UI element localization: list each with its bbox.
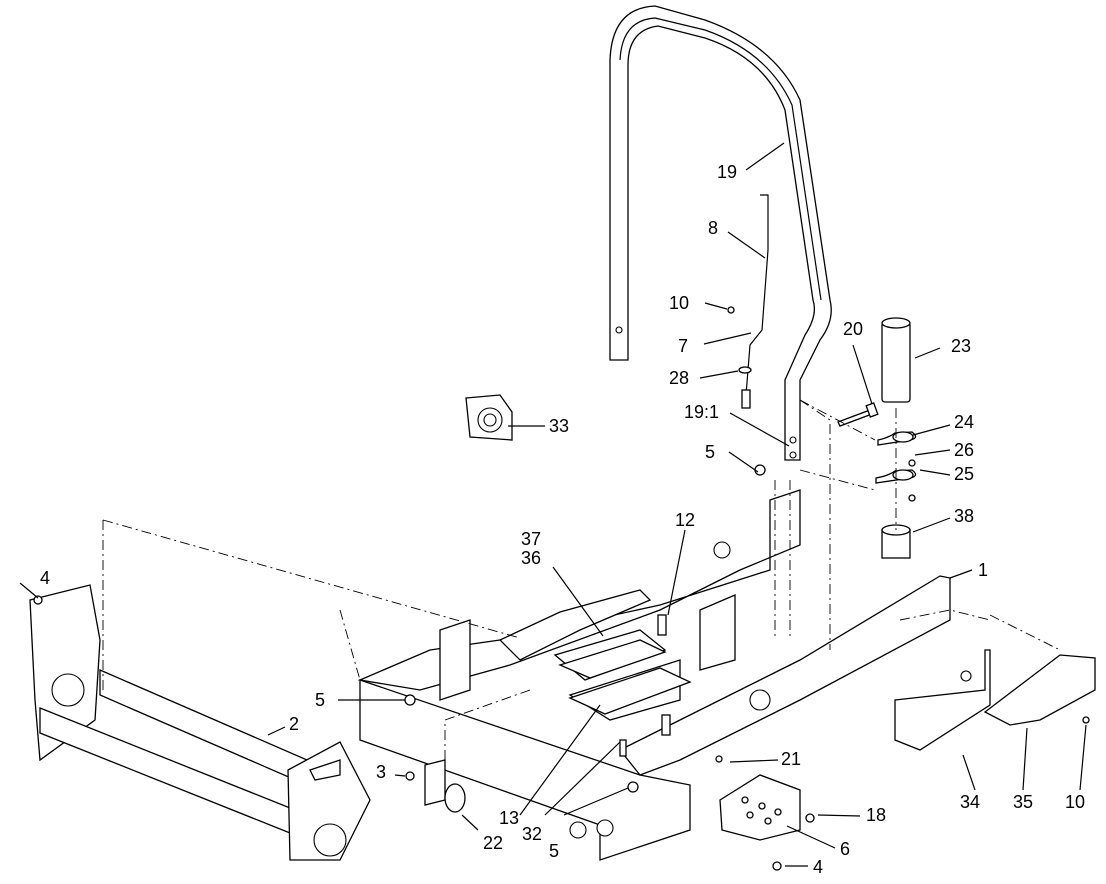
callout-2: 2 [289, 714, 300, 734]
callout-36: 36 [521, 548, 542, 568]
callout-1: 1 [978, 560, 989, 580]
callout-21: 21 [781, 749, 802, 769]
callout-10b: 10 [1065, 792, 1086, 812]
callout-18: 18 [866, 805, 887, 825]
footrest [719, 774, 801, 841]
assembly-lines [102, 399, 1061, 760]
callout-5c: 5 [549, 841, 560, 861]
callout-25: 25 [954, 464, 975, 484]
cover-34 [894, 649, 991, 751]
callout-35: 35 [1013, 792, 1034, 812]
cover-35 [983, 654, 1096, 726]
callout-8: 8 [708, 218, 719, 238]
callout-20: 20 [843, 319, 864, 339]
bolt-20 [837, 402, 879, 427]
rear-tube-assembly [29, 584, 371, 861]
decals [558, 639, 692, 715]
callout-5b: 5 [315, 690, 326, 710]
callout-6: 6 [840, 839, 851, 859]
callout-32: 32 [522, 824, 543, 844]
callout-10a: 10 [669, 293, 690, 313]
callout-13: 13 [499, 808, 520, 828]
bushing [881, 524, 911, 559]
callout-22: 22 [483, 833, 504, 853]
callout-24: 24 [954, 412, 975, 432]
callout-28: 28 [669, 368, 690, 388]
leader-lines [19, 142, 1087, 867]
fasteners [33, 464, 1090, 871]
callout-12: 12 [675, 510, 696, 530]
roll-bar [609, 5, 832, 461]
callout-5a: 5 [705, 442, 716, 462]
callout-4a: 4 [40, 568, 51, 588]
knob [881, 317, 911, 403]
latch-rod [727, 194, 769, 409]
callout-38: 38 [954, 506, 975, 526]
callout-7: 7 [678, 336, 689, 356]
callout-19: 19 [717, 162, 738, 182]
callout-33: 33 [549, 416, 570, 436]
hitch-bracket [424, 759, 466, 813]
callout-37: 37 [521, 529, 542, 549]
callout-3: 3 [376, 762, 387, 782]
bracket-33 [465, 394, 513, 441]
callout-23: 23 [951, 336, 972, 356]
callout-19-1: 19:1 [684, 402, 720, 422]
callout-4b: 4 [813, 857, 824, 877]
callout-34: 34 [960, 792, 981, 812]
main-frame [357, 489, 951, 861]
callout-26: 26 [954, 440, 975, 460]
